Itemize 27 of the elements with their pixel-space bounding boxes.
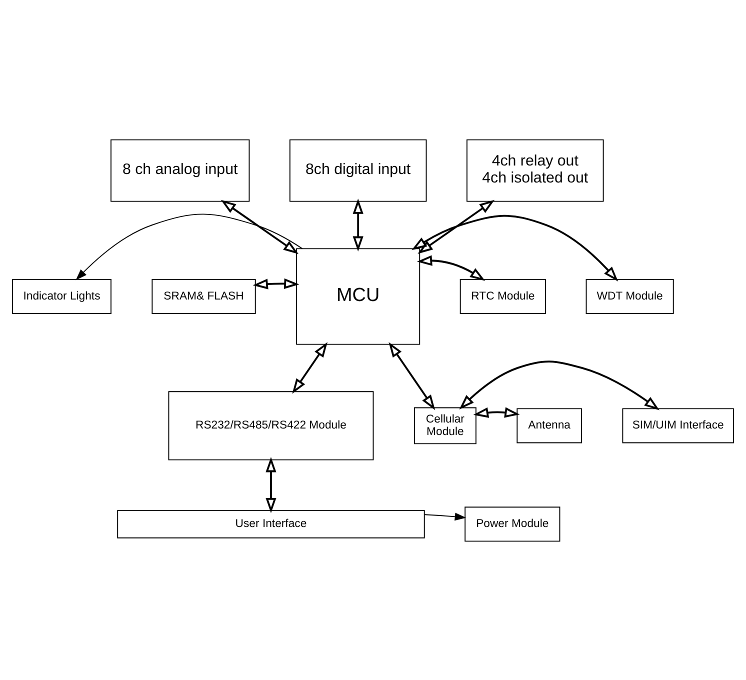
node-box: SIM/UIM Interface bbox=[622, 408, 734, 443]
arrow bbox=[266, 456, 276, 513]
node-box: 4ch relay out 4ch isolated out bbox=[466, 138, 604, 202]
node-box: MCU bbox=[296, 248, 420, 344]
arrow bbox=[352, 198, 364, 251]
node-box: Cellular Module bbox=[414, 406, 476, 444]
arrow bbox=[416, 254, 486, 280]
arrow bbox=[459, 360, 660, 410]
arrow bbox=[220, 199, 299, 254]
node-box: User Interface bbox=[117, 509, 425, 538]
node-box: Antenna bbox=[516, 408, 582, 443]
node-box: RS232/RS485/RS422 Module bbox=[168, 390, 374, 460]
arrow bbox=[292, 342, 328, 394]
node-box: WDT Module bbox=[586, 278, 674, 314]
node-box: SRAM& FLASH bbox=[152, 278, 256, 314]
node-box: 8 ch analog input bbox=[110, 138, 250, 202]
arrow bbox=[252, 278, 300, 289]
node-box: 8ch digital input bbox=[289, 138, 427, 202]
arrow bbox=[424, 512, 466, 520]
arrow bbox=[388, 342, 436, 410]
arrow bbox=[418, 199, 495, 254]
node-box: Power Module bbox=[464, 506, 560, 542]
arrow bbox=[473, 406, 520, 418]
node-box: RTC Module bbox=[460, 278, 546, 314]
arrow bbox=[76, 213, 303, 280]
node-box: Indicator Lights bbox=[12, 278, 112, 314]
arrow bbox=[412, 214, 618, 281]
